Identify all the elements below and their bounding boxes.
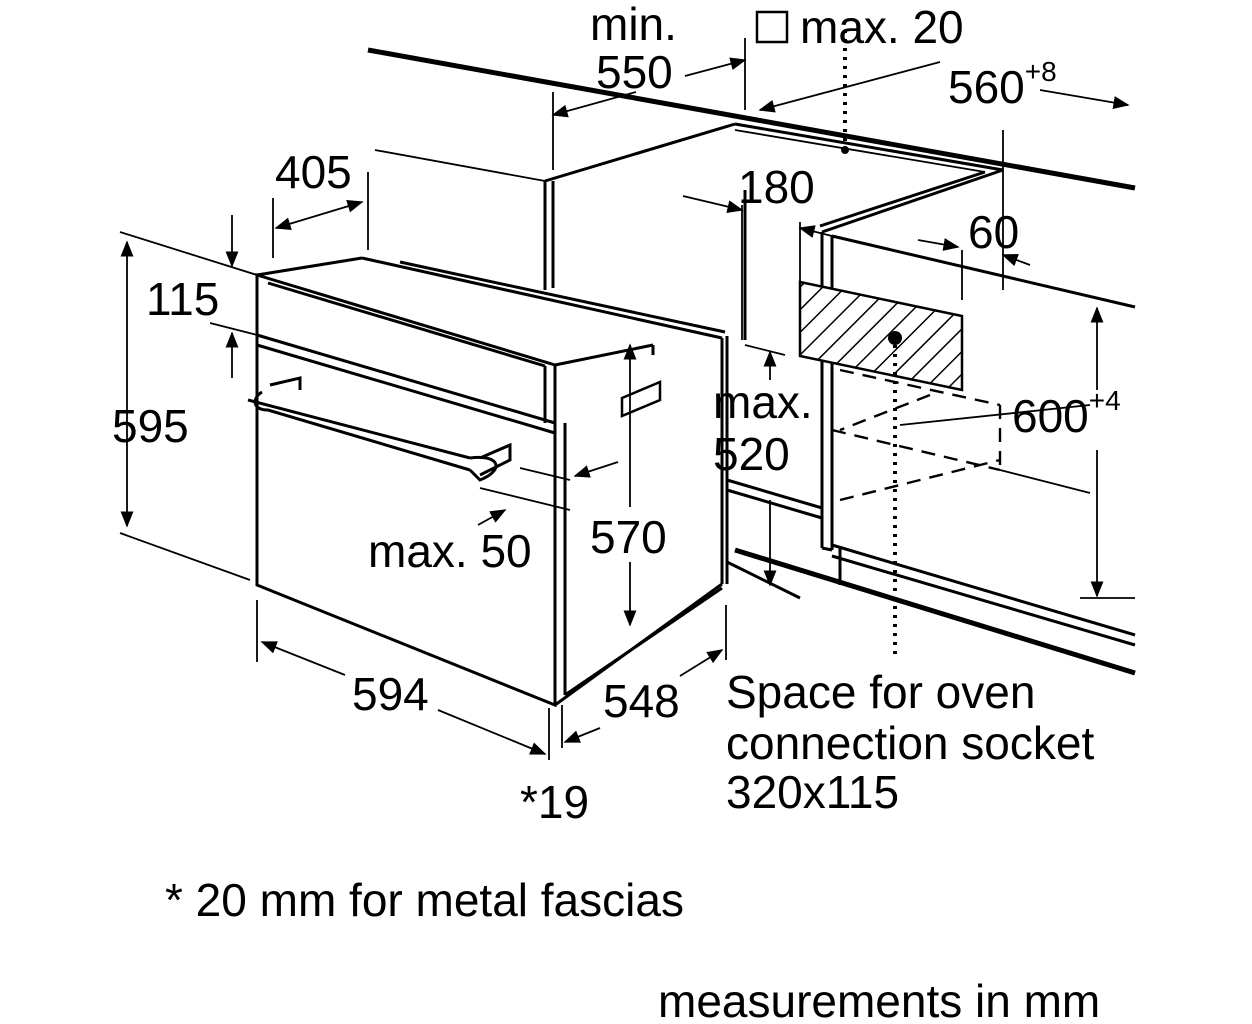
dimension-lines bbox=[119, 38, 1135, 760]
square-symbol-icon bbox=[755, 10, 789, 44]
units-note: measurements in mm bbox=[658, 975, 1100, 1024]
label-405: 405 bbox=[275, 146, 352, 198]
cabinet-niche bbox=[367, 30, 1136, 676]
label-520: 520 bbox=[713, 428, 790, 480]
label-max50: max. 50 bbox=[368, 525, 532, 577]
label-60: 60 bbox=[968, 206, 1019, 258]
label-550: 550 bbox=[596, 46, 673, 98]
label-max-a: max. bbox=[713, 376, 813, 428]
dimension-labels: min. 550 max. 20 560+8 405 180 60 115 59… bbox=[112, 0, 1121, 828]
label-570: 570 bbox=[590, 511, 667, 563]
label-600: 600+4 bbox=[1012, 385, 1121, 442]
label-595: 595 bbox=[112, 400, 189, 452]
label-star19: *19 bbox=[520, 776, 589, 828]
label-min: min. bbox=[590, 0, 677, 50]
socket-label-line1: Space for oven bbox=[726, 666, 1035, 718]
label-max20: max. 20 bbox=[800, 1, 964, 53]
label-115: 115 bbox=[146, 273, 219, 325]
socket-label-line2: connection socket bbox=[726, 717, 1094, 769]
label-548: 548 bbox=[603, 675, 680, 727]
label-594: 594 bbox=[352, 668, 429, 720]
label-560: 560+8 bbox=[948, 56, 1057, 113]
footnote: * 20 mm for metal fascias bbox=[165, 874, 684, 926]
socket-label-line3: 320x115 bbox=[726, 766, 899, 818]
oven-body bbox=[247, 256, 729, 708]
label-180: 180 bbox=[738, 161, 815, 213]
